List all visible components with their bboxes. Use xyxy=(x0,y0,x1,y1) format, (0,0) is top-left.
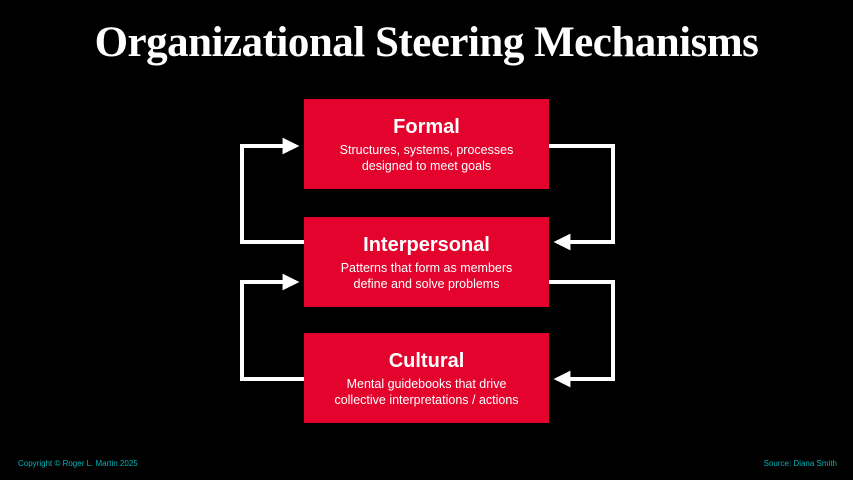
arrow-interpersonal-to-formal-icon xyxy=(240,137,304,244)
interpersonal-box: Interpersonal Patterns that form as memb… xyxy=(304,217,549,307)
formal-box-description-line2: designed to meet goals xyxy=(361,159,492,173)
interpersonal-box-description-line2: define and solve problems xyxy=(353,277,500,291)
cultural-box-heading: Cultural xyxy=(388,350,465,372)
slide-title: Organizational Steering Mechanisms xyxy=(94,19,759,66)
formal-box-description-line1: Structures, systems, processes xyxy=(339,143,514,157)
arrow-interpersonal-to-cultural-icon xyxy=(549,280,615,388)
interpersonal-box-heading: Interpersonal xyxy=(363,234,490,256)
arrow-formal-to-interpersonal-icon xyxy=(549,144,615,251)
formal-box-heading: Formal xyxy=(393,116,460,138)
copyright-text: Copyright © Roger L. Martin 2025 xyxy=(18,459,138,468)
cultural-box-description-line2: collective interpretations / actions xyxy=(334,393,519,407)
source-text: Source: Diana Smith xyxy=(763,459,837,468)
interpersonal-box-description-line1: Patterns that form as members xyxy=(340,261,513,275)
cultural-box: Cultural Mental guidebooks that drive co… xyxy=(304,333,549,423)
arrow-cultural-to-interpersonal-icon xyxy=(240,273,304,381)
formal-box: Formal Structures, systems, processes de… xyxy=(304,99,549,189)
cultural-box-description-line1: Mental guidebooks that drive xyxy=(346,377,507,391)
